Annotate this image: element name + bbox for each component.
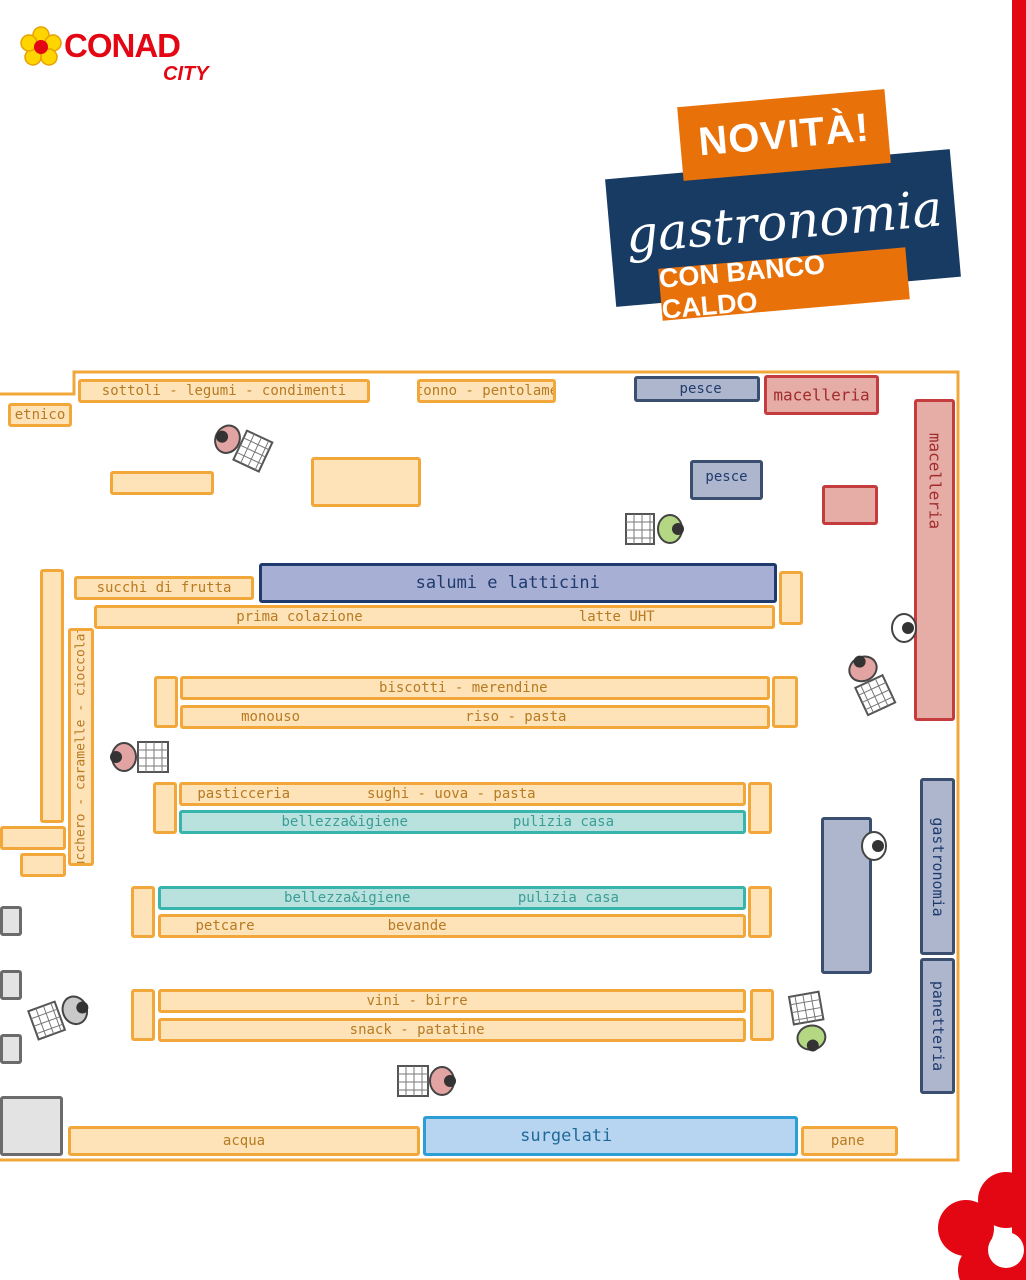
brand-name: CONAD: [64, 27, 181, 64]
shelf-left-stub-1: [0, 826, 66, 850]
shopper-icon: [861, 831, 887, 861]
counter-salumi: salumi e latticini: [259, 563, 777, 603]
counter-macelleria-side: macelleria: [914, 399, 955, 721]
shelf-biscotti: biscotti - merendine: [180, 676, 770, 700]
shelf-vini: vini - birre: [158, 989, 746, 1013]
right-red-border: [1012, 0, 1026, 1280]
shelf-succhi: succhi di frutta: [74, 576, 254, 600]
shopper-cart-icon: [110, 741, 169, 773]
shopper-icon: [891, 613, 917, 643]
shelf-block-1: [110, 471, 214, 495]
counter-pesce-mid: pesce: [690, 460, 763, 500]
shelf-pane: pane: [801, 1126, 898, 1156]
shelf-end-salumi: [779, 571, 803, 625]
checkout-1: [0, 906, 22, 936]
shelf-end-bevande-right: [748, 886, 772, 938]
counter-pesce-top: pesce: [634, 376, 760, 402]
shopper-cart-icon: [848, 655, 897, 717]
checkout-2: [0, 970, 22, 1000]
freezer-surgelati: surgelati: [423, 1116, 798, 1156]
shelf-end-biscotti-right: [772, 676, 798, 728]
shopper-cart-icon: [214, 424, 274, 473]
checkout-3: [0, 1034, 22, 1064]
shelf-sottoli: sottoli - legumi - condimenti: [78, 379, 370, 403]
shopper-cart-icon: [27, 995, 89, 1041]
shelf-end-pasticceria-left: [153, 782, 177, 834]
counter-panetteria: panetteria: [920, 958, 955, 1094]
counter-gastronomia: gastronomia: [920, 778, 955, 955]
shopper-cart-icon: [397, 1065, 456, 1097]
shelf-snack: snack - patatine: [158, 1018, 746, 1042]
shopper-cart-icon: [625, 513, 684, 545]
shelf-end-vini-left: [131, 989, 155, 1041]
shelf-end-vini-right: [750, 989, 774, 1041]
corner-flower-icon: [938, 1172, 1026, 1280]
conad-city-logo: CONAD CITY: [20, 26, 220, 90]
shelf-left-vertical: [40, 569, 64, 823]
shelf-end-pasticceria-right: [748, 782, 772, 834]
shopper-cart-icon: [787, 990, 827, 1052]
shelf-end-bevande-left: [131, 886, 155, 938]
flower-icon: [20, 26, 62, 66]
checkout-4: [0, 1096, 63, 1156]
shelf-tonno: tonno - pentolame: [417, 379, 556, 403]
shelf-acqua: acqua: [68, 1126, 420, 1156]
shelf-zucchero: zucchero - caramelle - cioccolata: [68, 628, 94, 866]
shelf-block-2: [311, 457, 421, 507]
shelf-left-stub-2: [20, 853, 66, 877]
shelf-etnico: etnico: [8, 403, 72, 427]
brand-sub: CITY: [163, 63, 209, 85]
counter-macelleria-top: macelleria: [764, 375, 879, 415]
counter-small-red: [822, 485, 878, 525]
shelf-end-biscotti-left: [154, 676, 178, 728]
